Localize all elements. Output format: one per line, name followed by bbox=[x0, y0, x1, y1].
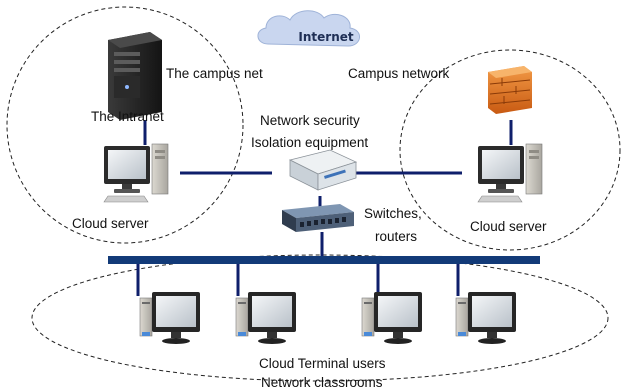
network-bus bbox=[108, 256, 540, 264]
switches-label-line2: routers bbox=[375, 229, 418, 244]
campus-net-label: The campus net bbox=[166, 66, 263, 81]
intranet-label: The Intranet bbox=[91, 109, 164, 124]
internet-label: Internet bbox=[298, 30, 353, 44]
cloud-server-left-label: Cloud server bbox=[72, 216, 149, 231]
desktop-pc-icon bbox=[103, 143, 169, 203]
desktop-pc-icon bbox=[477, 143, 543, 203]
security-label-line2: Isolation equipment bbox=[251, 135, 369, 150]
terminal-users-label: Cloud Terminal users bbox=[259, 356, 386, 371]
switch-icon bbox=[282, 204, 354, 232]
cloud-icon bbox=[257, 10, 360, 47]
switches-label-line1: Switches, bbox=[364, 206, 422, 221]
campus-network-label: Campus network bbox=[348, 66, 450, 81]
firewall-icon bbox=[488, 66, 532, 114]
desktop-pc-icon bbox=[455, 291, 517, 345]
classroom-boundary bbox=[31, 254, 609, 382]
desktop-pc-icon bbox=[361, 291, 423, 345]
cloud-server-right-label: Cloud server bbox=[470, 219, 547, 234]
campus-network-boundary bbox=[399, 49, 621, 251]
network-links bbox=[136, 120, 513, 296]
desktop-pc-icon bbox=[139, 291, 201, 345]
isolation-device-icon bbox=[288, 149, 358, 191]
desktop-pc-icon bbox=[235, 291, 297, 345]
security-label-line1: Network security bbox=[260, 113, 360, 128]
classrooms-label: Network classrooms bbox=[261, 375, 383, 390]
intranet-boundary bbox=[6, 6, 244, 244]
server-tower-icon bbox=[108, 32, 162, 120]
